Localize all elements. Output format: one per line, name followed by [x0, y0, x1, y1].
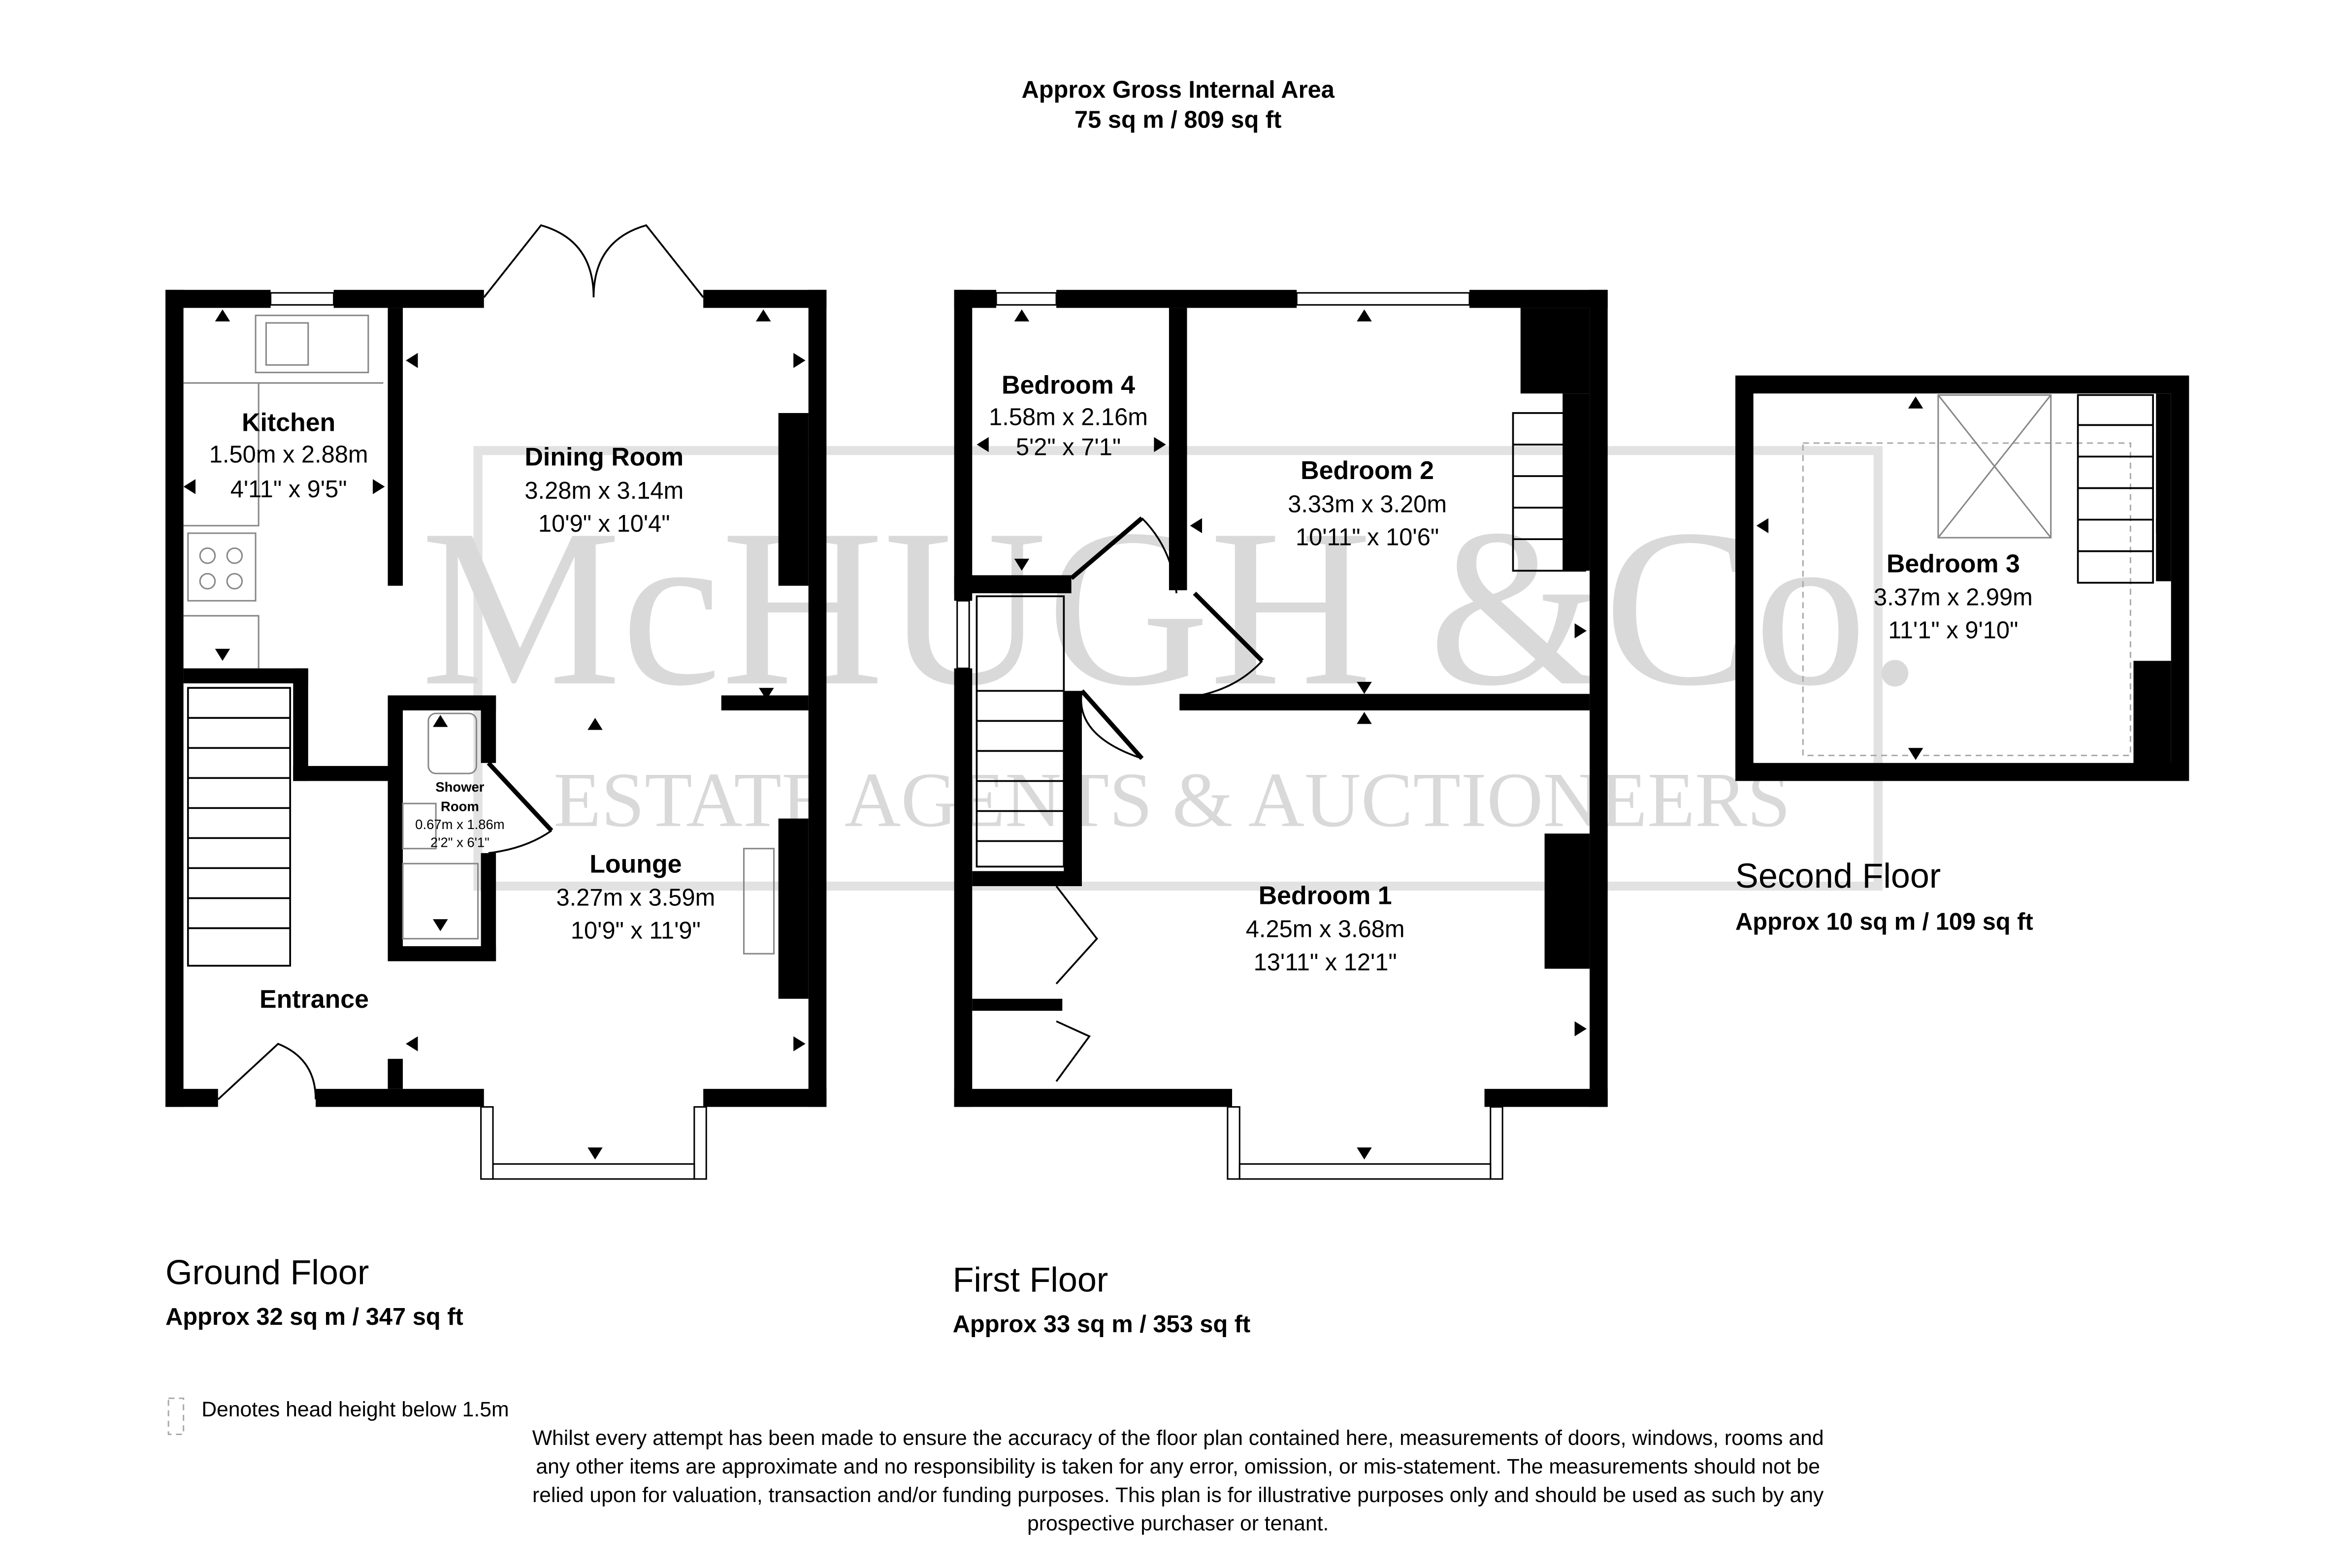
room-metric-bedroom-1: 4.25m x 3.68m	[1246, 916, 1405, 943]
room-name-bedroom-1: Bedroom 1	[1259, 881, 1392, 910]
room-name-bedroom-3: Bedroom 3	[1887, 549, 2020, 577]
ground-stairs	[187, 687, 292, 967]
room-imperial-dining-room: 10'9" x 10'4"	[538, 511, 670, 537]
room-name-bedroom-4: Bedroom 4	[1002, 370, 1135, 399]
legend-text: Denotes head height below 1.5m	[201, 1398, 509, 1421]
room-name-shower-line1: Shower	[435, 779, 484, 795]
second-floor-label: Second Floor	[1735, 856, 1941, 895]
room-metric-shower: 0.67m x 1.86m	[415, 817, 504, 832]
room-imperial-bedroom-2: 10'11" x 10'6"	[1296, 524, 1439, 550]
room-name-kitchen: Kitchen	[242, 408, 335, 437]
ground-floor-plan: Kitchen 1.50m x 2.88m 4'11" x 9'5" Dinin…	[165, 224, 827, 1180]
disclaimer-line: prospective purchaser or tenant.	[1027, 1512, 1329, 1536]
room-name-bedroom-2: Bedroom 2	[1301, 456, 1434, 484]
disclaimer-line: relied upon for valuation, transaction a…	[532, 1483, 1824, 1507]
room-name-entrance: Entrance	[260, 985, 369, 1013]
room-imperial-bedroom-3: 11'1" x 9'10"	[1888, 617, 2018, 644]
second-floor-area: Approx 10 sq m / 109 sq ft	[1735, 908, 2033, 935]
room-imperial-shower: 2'2" x 6'1"	[430, 835, 489, 850]
room-imperial-bedroom-1: 13'11" x 12'1"	[1254, 949, 1397, 976]
disclaimer: Whilst every attempt has been made to en…	[532, 1426, 1824, 1536]
first-floor-label: First Floor	[953, 1260, 1108, 1299]
first-floor-area: Approx 33 sq m / 353 sq ft	[953, 1311, 1251, 1338]
disclaimer-line: Whilst every attempt has been made to en…	[532, 1426, 1824, 1450]
head-height-legend-icon	[167, 1397, 185, 1436]
room-imperial-bedroom-4: 5'2" x 7'1"	[1016, 434, 1121, 460]
room-imperial-lounge: 10'9" x 11'9"	[571, 918, 701, 944]
ground-floor-label: Ground Floor	[165, 1252, 369, 1291]
room-name-lounge: Lounge	[589, 849, 682, 878]
room-metric-bedroom-2: 3.33m x 3.20m	[1288, 491, 1447, 517]
room-metric-bedroom-3: 3.37m x 2.99m	[1874, 584, 2033, 610]
ground-floor-area: Approx 32 sq m / 347 sq ft	[165, 1304, 463, 1330]
room-metric-bedroom-4: 1.58m x 2.16m	[989, 404, 1148, 430]
room-metric-kitchen: 1.50m x 2.88m	[209, 442, 368, 468]
room-metric-dining-room: 3.28m x 3.14m	[524, 478, 684, 504]
room-metric-lounge: 3.27m x 3.59m	[556, 885, 715, 911]
gross-area-value: 75 sq m / 809 sq ft	[1074, 106, 1281, 133]
gross-area-title: Approx Gross Internal Area	[1021, 76, 1335, 103]
watermark-tagline: ESTATE AGENTS & AUCTIONEERS	[553, 757, 1791, 843]
room-name-dining-room: Dining Room	[524, 443, 684, 471]
room-imperial-kitchen: 4'11" x 9'5"	[230, 476, 347, 503]
first-floor-plan: Bedroom 4 1.58m x 2.16m 5'2" x 7'1" Bedr…	[954, 289, 1608, 1180]
room-name-shower-line2: Room	[441, 799, 479, 814]
disclaimer-line: any other items are approximate and no r…	[536, 1455, 1820, 1478]
second-floor-plan: Bedroom 3 3.37m x 2.99m 11'1" x 9'10"	[1735, 375, 2189, 781]
